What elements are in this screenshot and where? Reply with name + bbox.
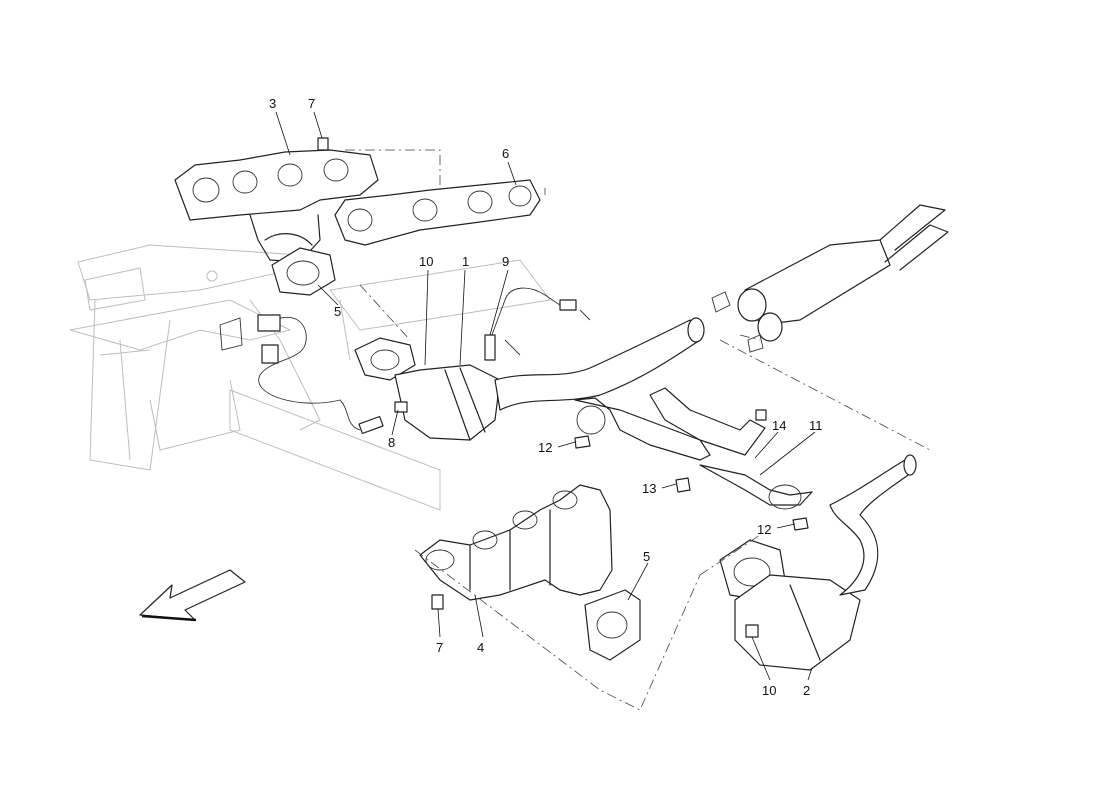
part-11-clamp (699, 464, 813, 510)
direction-arrow-icon (139, 569, 246, 622)
callout-12-lower: 12 (757, 522, 771, 537)
callout-3: 3 (269, 96, 276, 111)
part-14-bracket (574, 387, 766, 461)
part-7-stud-upper (317, 137, 329, 151)
reference-lines (345, 149, 931, 711)
small-bolt (755, 409, 767, 421)
part-1-catalytic-converter (354, 317, 705, 441)
callout-5-lower: 5 (643, 549, 650, 564)
callout-13: 13 (642, 481, 656, 496)
callout-7-upper: 7 (308, 96, 315, 111)
callout-10-upper: 10 (419, 254, 433, 269)
leader-lines (275, 111, 816, 681)
callout-4: 4 (477, 640, 484, 655)
part-7-stud-lower (431, 594, 444, 610)
part-5-flange-gasket-upper (271, 247, 336, 296)
part-12-nut-lower (792, 517, 809, 531)
callout-5-upper: 5 (334, 304, 341, 319)
callout-14: 14 (772, 418, 786, 433)
part-8-oxygen-sensor (219, 314, 408, 435)
part-13-nut (675, 477, 691, 493)
part-2-catalytic-converter (719, 454, 917, 671)
callout-10-lower: 10 (762, 683, 776, 698)
rear-silencer (711, 204, 949, 353)
part-5-flange-gasket-lower (584, 589, 641, 661)
callout-6: 6 (502, 146, 509, 161)
callout-9: 9 (502, 254, 509, 269)
callout-labels: 3 7 6 5 10 1 9 8 12 14 11 13 12 5 7 4 10… (269, 96, 823, 698)
callout-11: 11 (809, 418, 823, 433)
callout-1: 1 (462, 254, 469, 269)
part-9-oxygen-sensor (484, 287, 591, 361)
callout-2: 2 (803, 683, 810, 698)
callout-8: 8 (388, 435, 395, 450)
part-3-exhaust-manifold (174, 149, 379, 263)
callout-7-lower: 7 (436, 640, 443, 655)
part-6-manifold-gasket (334, 179, 541, 246)
callout-12-upper: 12 (538, 440, 552, 455)
part-12-nut-upper (574, 435, 591, 449)
part-4-exhaust-manifold (419, 484, 613, 601)
